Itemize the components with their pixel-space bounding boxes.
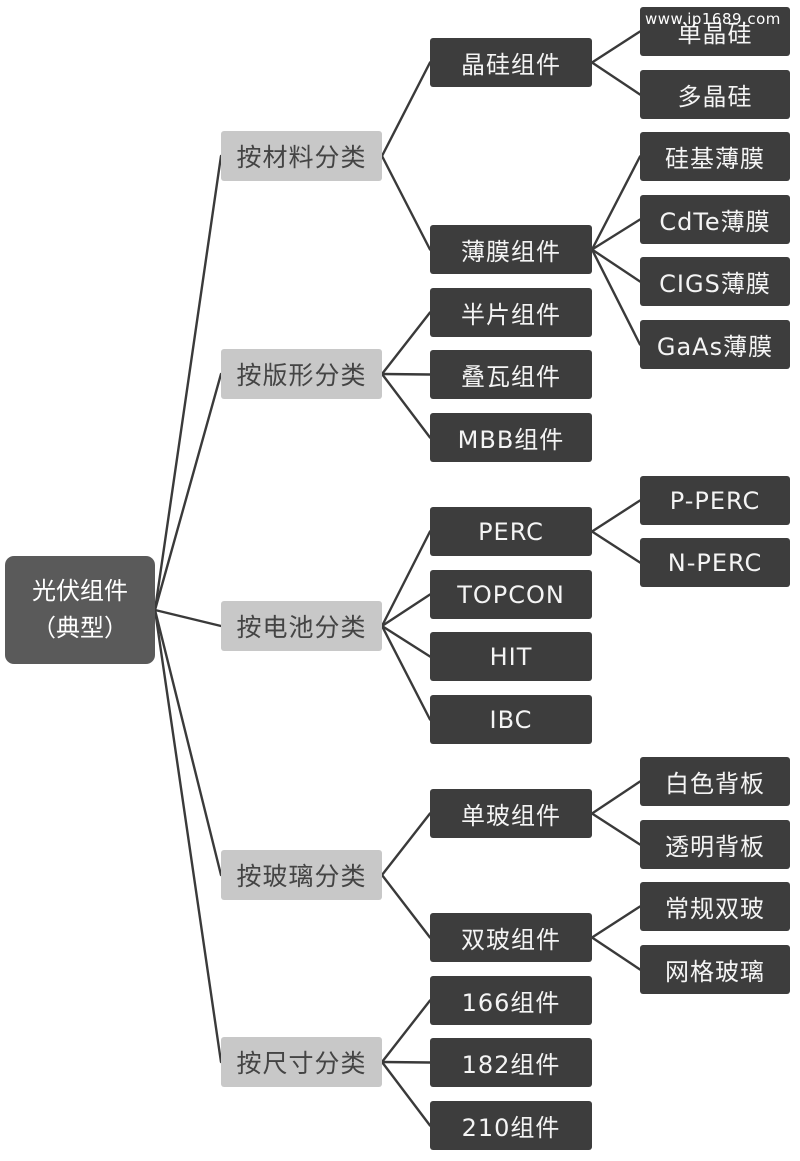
node-182-module: 182组件 (430, 1038, 592, 1087)
connector-4 (153, 608, 223, 1064)
root-label-line2: （典型） (32, 614, 128, 642)
node-half-cut-module: 半片组件 (430, 288, 592, 337)
node-topcon: TOPCON (430, 570, 592, 619)
category-by-material: 按材料分类 (221, 131, 382, 181)
leaf-transparent-backsheet: 透明背板 (640, 820, 790, 869)
connector-26 (590, 530, 642, 564)
connector-23 (590, 248, 642, 283)
connector-1 (153, 372, 223, 612)
node-shingled-module: 叠瓦组件 (430, 350, 592, 399)
root-label-line1: 光伏组件 (32, 576, 128, 605)
node-crystalline-module: 晶硅组件 (430, 38, 592, 87)
node-perc: PERC (430, 507, 592, 556)
leaf-cigs-thin-film: CIGS薄膜 (640, 257, 790, 306)
root-node: 光伏组件 （典型） (5, 556, 155, 664)
node-single-glass-module: 单玻组件 (430, 789, 592, 838)
node-double-glass-module: 双玻组件 (430, 913, 592, 962)
node-166-module: 166组件 (430, 976, 592, 1025)
connector-21 (590, 155, 642, 251)
node-mbb-module: MBB组件 (430, 413, 592, 462)
connector-0 (153, 154, 223, 612)
connector-20 (590, 61, 642, 96)
connector-6 (380, 154, 432, 251)
leaf-grid-glass: 网格玻璃 (640, 945, 790, 994)
connector-7 (380, 311, 432, 376)
node-ibc: IBC (430, 695, 592, 744)
connector-30 (590, 936, 642, 971)
connector-3 (153, 608, 223, 877)
connector-27 (590, 780, 642, 815)
category-by-size: 按尺寸分类 (221, 1037, 382, 1087)
connector-2 (153, 608, 223, 628)
connector-5 (380, 61, 432, 158)
connector-14 (380, 812, 432, 877)
category-by-layout: 按版形分类 (221, 349, 382, 399)
leaf-n-perc: N-PERC (640, 538, 790, 587)
leaf-p-perc: P-PERC (640, 476, 790, 525)
category-by-glass: 按玻璃分类 (221, 850, 382, 900)
connector-18 (380, 1060, 432, 1127)
connector-10 (380, 530, 432, 628)
leaf-polycrystalline: 多晶硅 (640, 70, 790, 119)
connector-17 (380, 1060, 432, 1064)
connector-25 (590, 499, 642, 533)
leaf-monocrystalline: 单晶硅 (640, 7, 790, 56)
connector-16 (380, 999, 432, 1064)
leaf-gaas-thin-film: GaAs薄膜 (640, 320, 790, 369)
connector-29 (590, 905, 642, 939)
connector-9 (380, 372, 432, 439)
connector-8 (380, 372, 432, 376)
leaf-silicon-thin-film: 硅基薄膜 (640, 132, 790, 181)
connector-24 (590, 248, 642, 346)
watermark-text: www.ip1689.com (645, 10, 781, 28)
leaf-cdte-thin-film: CdTe薄膜 (640, 195, 790, 244)
node-210-module: 210组件 (430, 1101, 592, 1150)
connector-13 (380, 624, 432, 721)
connector-19 (590, 30, 642, 64)
connector-28 (590, 812, 642, 846)
connector-22 (590, 218, 642, 251)
node-thin-film-module: 薄膜组件 (430, 225, 592, 274)
connector-15 (380, 873, 432, 939)
connector-11 (380, 593, 432, 628)
node-hit: HIT (430, 632, 592, 681)
category-by-cell: 按电池分类 (221, 601, 382, 651)
connector-12 (380, 624, 432, 658)
leaf-regular-double-glass: 常规双玻 (640, 882, 790, 931)
leaf-white-backsheet: 白色背板 (640, 757, 790, 806)
